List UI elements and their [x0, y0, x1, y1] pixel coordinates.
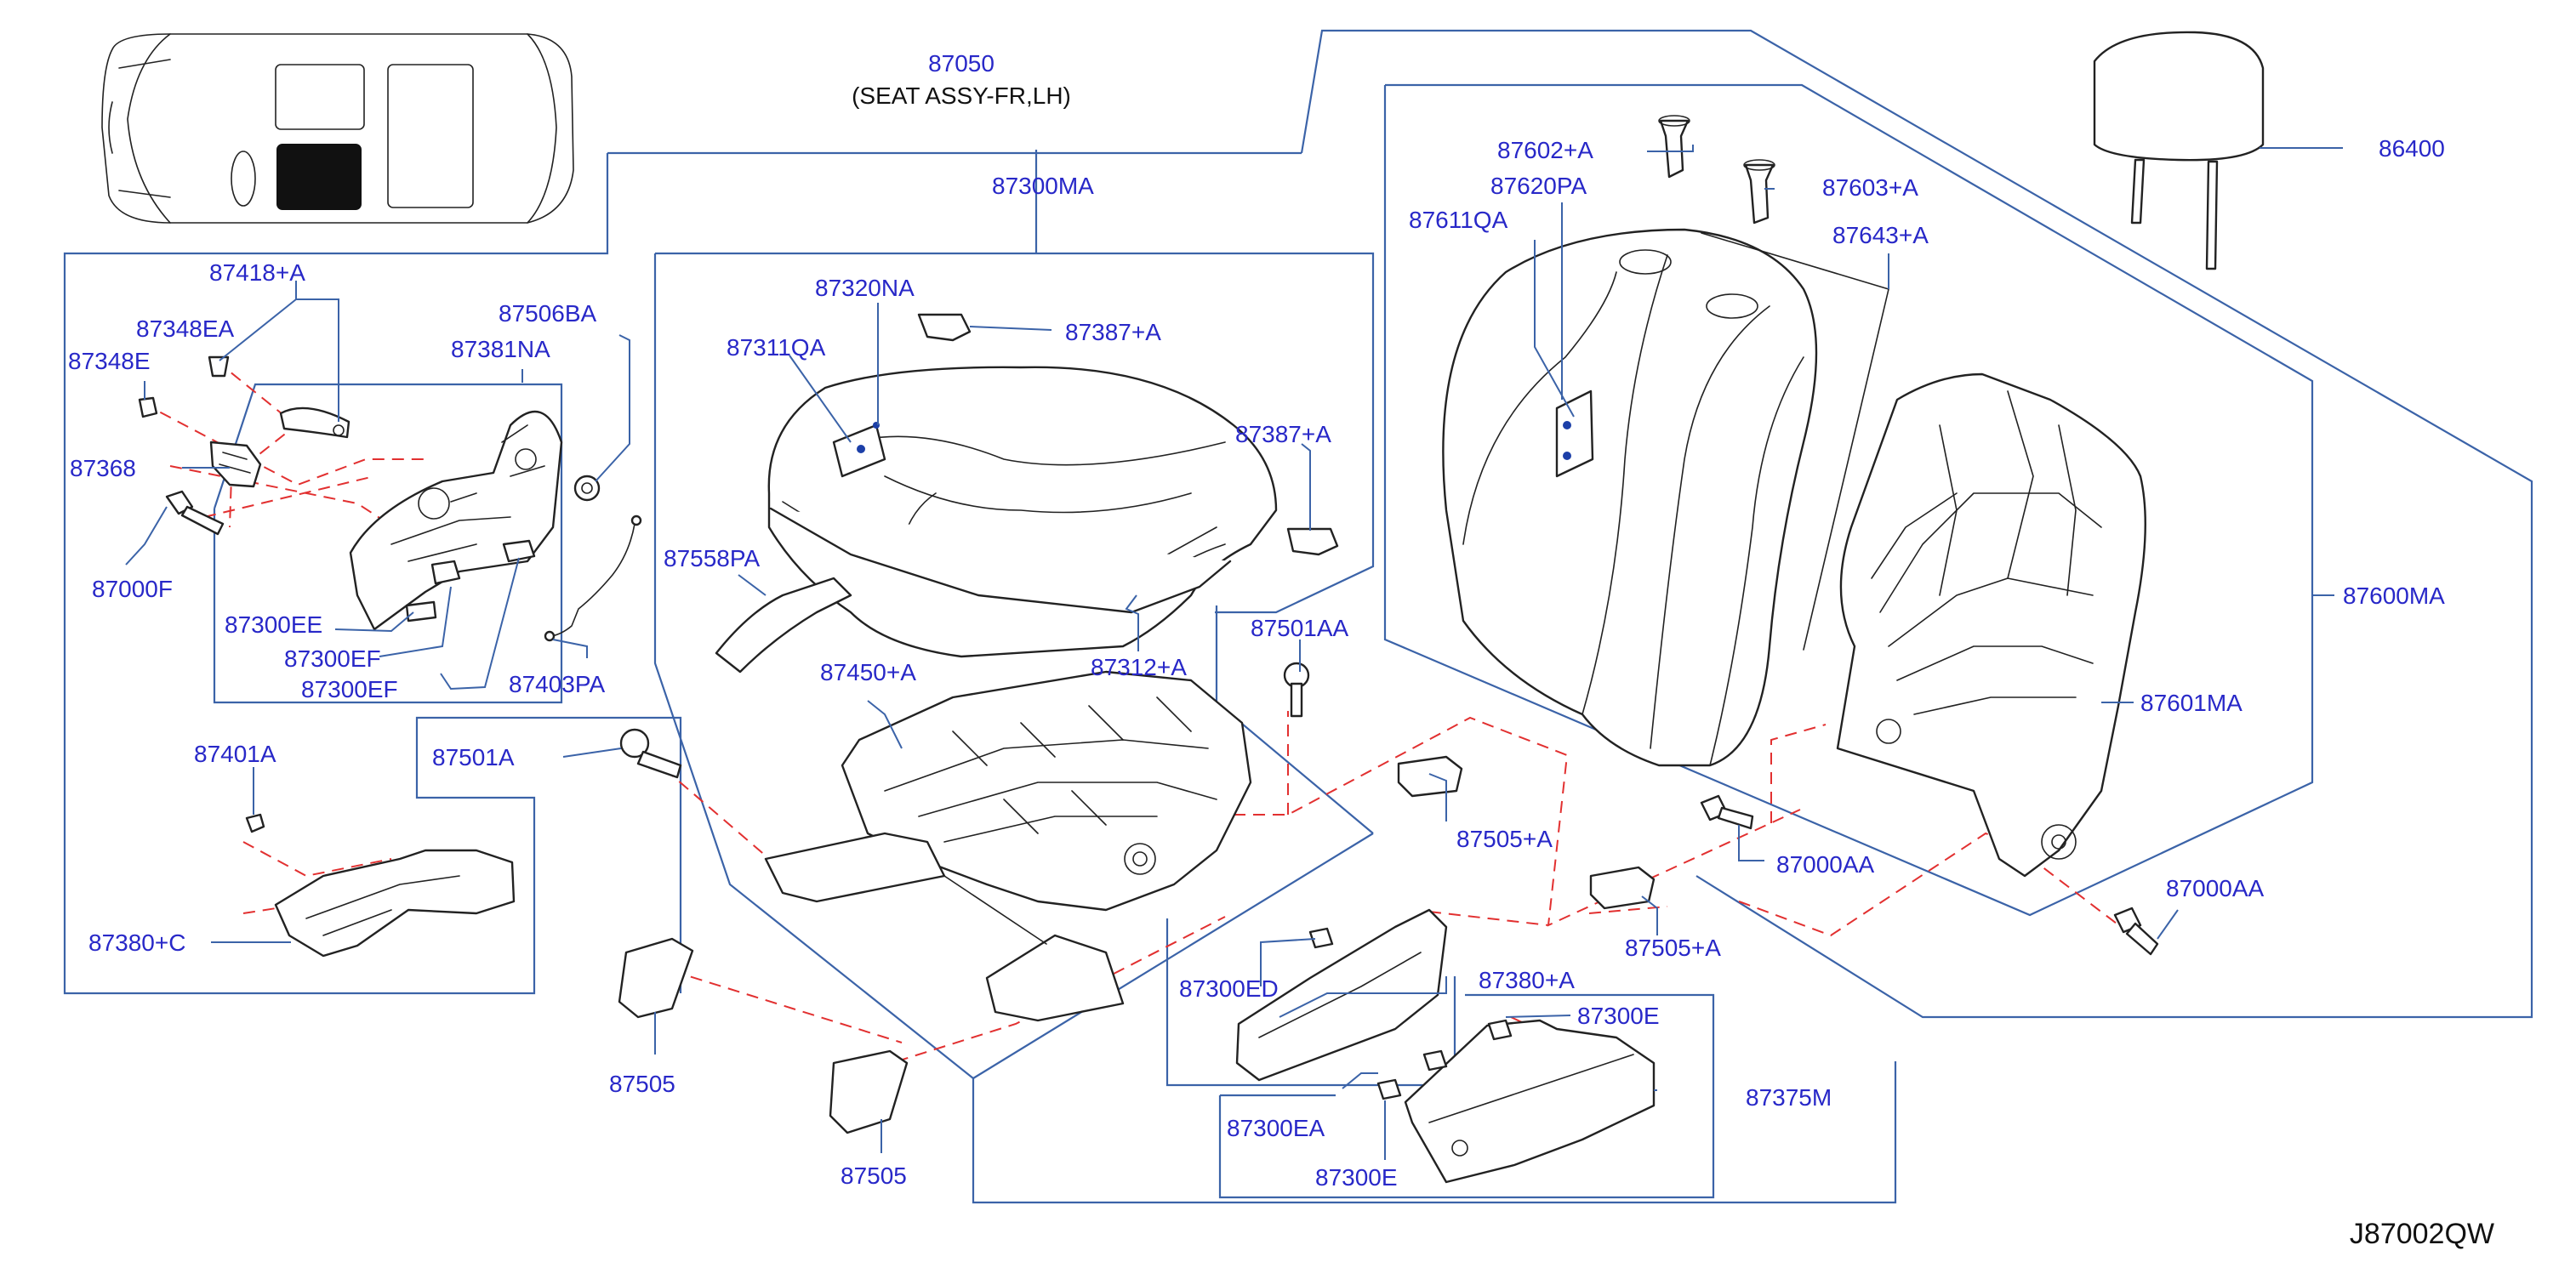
figure-code: J87002QW — [2350, 1218, 2494, 1250]
seat-rail-left-icon — [764, 832, 946, 903]
group-trim-parts — [1235, 908, 1656, 1184]
label-87300EA: 87300EA — [1227, 1115, 1325, 1141]
group-cushion-parts — [715, 313, 1656, 1022]
label-assembly-part-no: 87050 — [928, 50, 994, 77]
finisher-87375M-icon — [1404, 1019, 1656, 1184]
label-87000AA-2: 87000AA — [2166, 875, 2265, 901]
label-87380A: 87380+A — [1479, 967, 1575, 993]
frame-bottom — [972, 1061, 1897, 1204]
label-87348EA: 87348EA — [136, 316, 235, 342]
clip-87348EA-icon — [208, 355, 230, 378]
finisher-87380C-icon — [274, 849, 516, 958]
label-87387A-2: 87387+A — [1235, 421, 1331, 447]
seatback-frame-87601MA-icon — [1836, 372, 2146, 878]
clip-87300E-a-icon — [1487, 1019, 1513, 1041]
label-87401A: 87401A — [194, 741, 276, 767]
bracket-87505-b-icon — [829, 1049, 909, 1134]
bracket-87505A-a-icon — [1397, 755, 1463, 798]
bracket-87505-a-icon — [618, 937, 694, 1019]
label-87320NA: 87320NA — [815, 275, 915, 301]
label-87368: 87368 — [70, 455, 136, 481]
label-87603A: 87603+A — [1822, 174, 1918, 201]
frame-left-group — [63, 153, 682, 995]
bolt-87501A-icon — [619, 728, 650, 759]
frame-back-group — [1383, 83, 2314, 917]
cable-87403PA-icon — [550, 523, 635, 637]
clip-87348E-icon — [138, 396, 158, 418]
frame-cushion-group — [655, 252, 1375, 614]
label-87505-a: 87505 — [609, 1071, 675, 1097]
screw-87401A-icon — [245, 813, 265, 833]
car-top-view-icon — [101, 33, 574, 224]
label-87505A-1: 87505+A — [1456, 826, 1553, 852]
cushion-frame-87450A-icon — [841, 670, 1252, 912]
clip-87387A-a-icon — [917, 313, 972, 342]
label-87501A: 87501A — [432, 744, 515, 770]
lever-87418-icon — [279, 406, 350, 439]
clip-87300EF-icon — [430, 560, 461, 585]
frame-master-right — [1300, 29, 2533, 1019]
label-assembly-description: (SEAT ASSY-FR,LH) — [852, 82, 1071, 109]
group-labels: 87050 (SEAT ASSY-FR,LH) 87418+A 87348EA … — [68, 50, 2494, 1250]
frame-lower-right — [1218, 993, 1715, 1199]
label-87300EE: 87300EE — [225, 611, 322, 638]
seat-rail-right-icon — [985, 934, 1125, 1022]
label-87375M: 87375M — [1746, 1084, 1832, 1111]
label-87312A: 87312+A — [1091, 654, 1187, 680]
label-87000AA-1: 87000AA — [1776, 851, 1875, 878]
label-87611QA: 87611QA — [1409, 207, 1508, 233]
clip-87300E-b-icon — [1422, 1049, 1448, 1072]
label-87300ED: 87300ED — [1179, 975, 1279, 1002]
frame-armrest-trim — [213, 383, 563, 704]
label-87381NA: 87381NA — [451, 336, 550, 362]
group-seatback-parts — [1442, 31, 2265, 956]
label-87643A: 87643+A — [1832, 222, 1929, 248]
seatback-87600MA-icon — [1442, 228, 1818, 767]
label-87380C: 87380+C — [88, 929, 185, 956]
highlighted-seat-position — [276, 144, 362, 210]
label-87300E-1: 87300E — [1577, 1003, 1660, 1029]
side-trim-87381NA-icon — [349, 410, 563, 631]
label-87620PA: 87620PA — [1490, 173, 1587, 199]
label-87300EF-1: 87300EF — [284, 645, 381, 672]
label-87558PA: 87558PA — [664, 545, 760, 571]
label-87601MA: 87601MA — [2140, 690, 2243, 716]
group-left-parts — [138, 355, 909, 1134]
label-87311QA: 87311QA — [727, 334, 826, 361]
bracket-87505A-b-icon — [1589, 866, 1656, 910]
label-87505A-2: 87505+A — [1625, 935, 1721, 961]
label-87300MA: 87300MA — [992, 173, 1094, 199]
seat-cushion-87300MA-icon — [767, 366, 1278, 658]
clip-87300EF-b-icon — [502, 539, 536, 563]
clip-87300ED-icon — [1308, 927, 1334, 949]
group-leader-lines — [125, 145, 2343, 1160]
headrest-86400-icon — [2093, 31, 2265, 162]
label-87387A-1: 87387+A — [1065, 319, 1161, 345]
label-87602A: 87602+A — [1497, 137, 1593, 163]
label-86400: 86400 — [2379, 135, 2445, 162]
label-87348E: 87348E — [68, 348, 151, 374]
pin-87602A-icon — [1659, 119, 1690, 179]
label-87300EF-2: 87300EF — [301, 676, 398, 702]
label-87403PA: 87403PA — [509, 671, 605, 697]
label-87505-b: 87505 — [841, 1163, 907, 1189]
grommet-87506BA-icon — [573, 475, 601, 502]
label-87450A: 87450+A — [820, 659, 916, 685]
finisher-87380A-icon — [1235, 908, 1448, 1082]
frame-armrest — [1165, 918, 1456, 1087]
label-87418A: 87418+A — [209, 259, 305, 286]
knob-87368-icon — [209, 441, 262, 488]
label-87506BA: 87506BA — [499, 300, 597, 327]
clip-87300EE-icon — [405, 600, 437, 622]
label-87501AA: 87501AA — [1251, 615, 1349, 641]
trim-87558PA-icon — [715, 577, 852, 674]
label-87600MA: 87600MA — [2343, 583, 2445, 609]
pin-87603A-icon — [1744, 163, 1775, 225]
clip-87387A-b-icon — [1286, 527, 1339, 556]
label-87300E-2: 87300E — [1315, 1164, 1398, 1191]
label-87000F: 87000F — [92, 576, 173, 602]
clip-87300EA-icon — [1376, 1078, 1402, 1100]
